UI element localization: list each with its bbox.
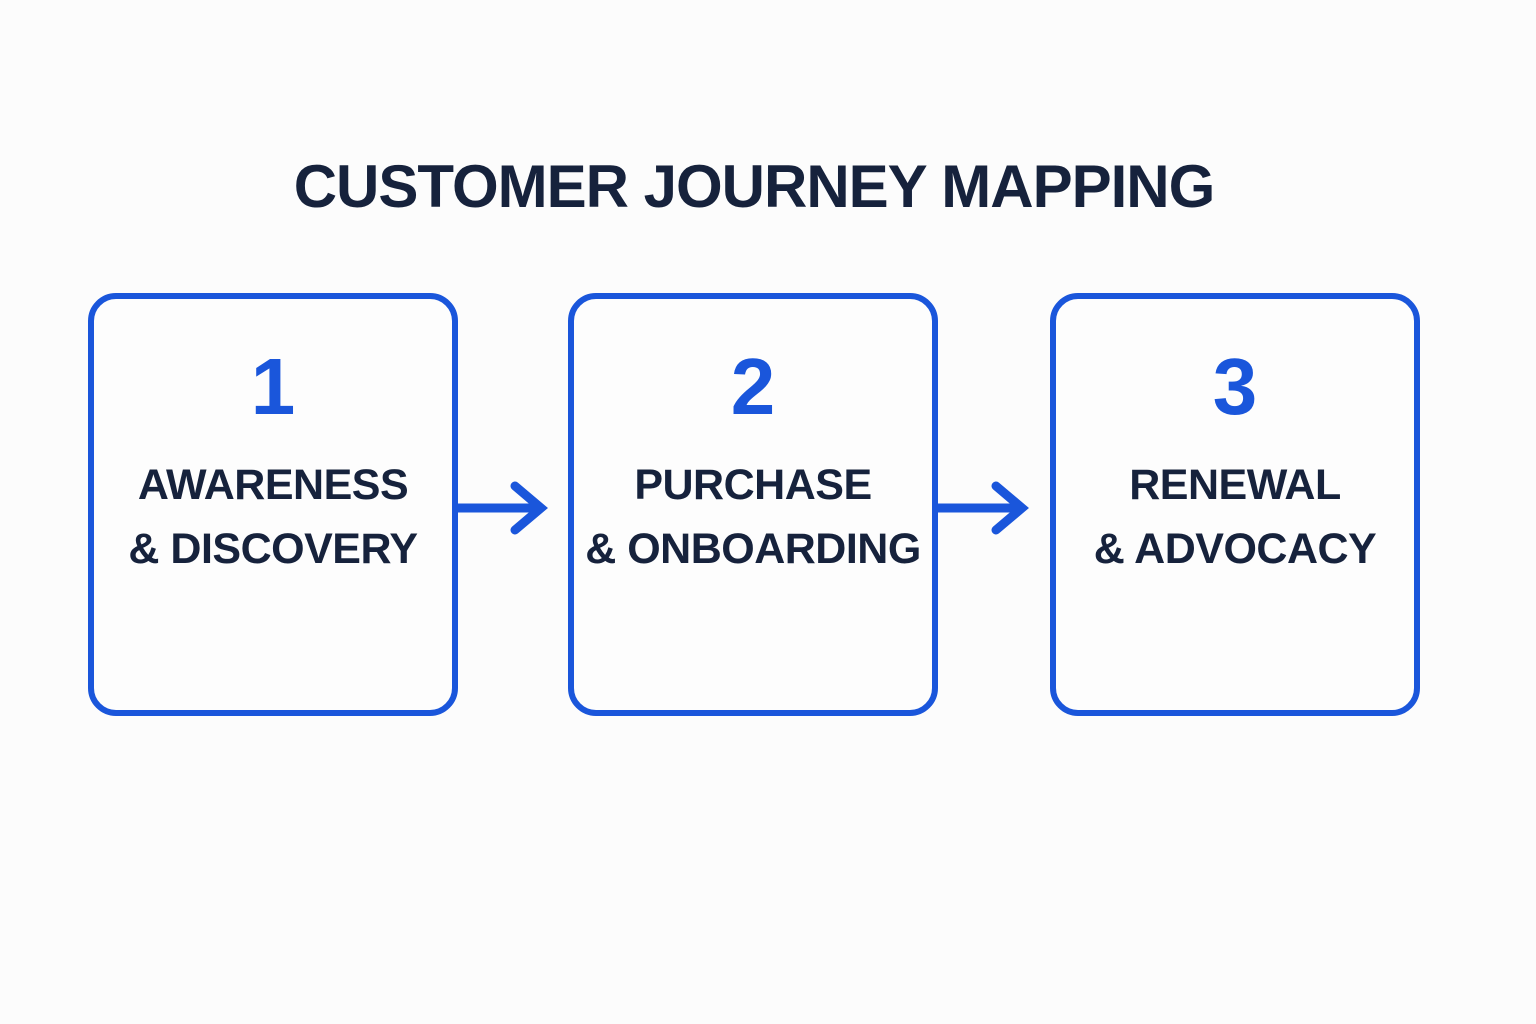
- stage-label-line2: & ONBOARDING: [585, 525, 921, 573]
- stage-label-line2: & ADVOCACY: [1093, 525, 1377, 573]
- stage-label: AWARENESS & DISCOVERY: [128, 453, 418, 581]
- diagram-title: CUSTOMER JOURNEY MAPPING: [293, 153, 1216, 221]
- stage-number: 2: [730, 342, 776, 431]
- stage-label: RENEWAL & ADVOCACY: [1093, 453, 1377, 581]
- arrow-right-icon: [453, 481, 548, 535]
- arrow-right-icon: [934, 481, 1029, 535]
- stage-label-line1: RENEWAL: [1129, 461, 1341, 509]
- arrow-head: [991, 481, 1029, 535]
- stage-label: PURCHASE & ONBOARDING: [585, 453, 921, 581]
- stage-label-line1: PURCHASE: [634, 461, 872, 509]
- stage-box-purchase-onboarding: 2 PURCHASE & ONBOARDING: [568, 293, 938, 716]
- stage-label-line1: AWARENESS: [137, 461, 409, 509]
- stage-number: 3: [1212, 342, 1258, 431]
- arrow-head: [510, 481, 548, 535]
- stage-box-renewal-advocacy: 3 RENEWAL & ADVOCACY: [1050, 293, 1420, 716]
- stage-label-line2: & DISCOVERY: [128, 525, 418, 573]
- stage-box-awareness-discovery: 1 AWARENESS & DISCOVERY: [88, 293, 458, 716]
- stage-number: 1: [250, 342, 296, 431]
